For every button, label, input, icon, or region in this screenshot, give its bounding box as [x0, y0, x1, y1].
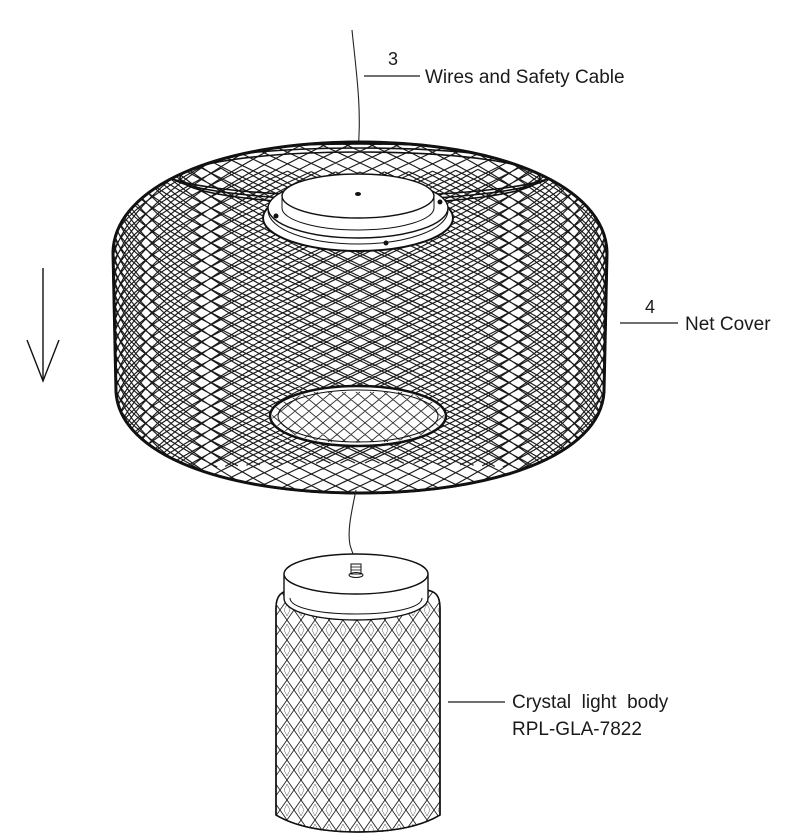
callout-crystal-body: Crystal light body RPL-GLA-7822 — [448, 692, 669, 740]
callout-label-wires: Wires and Safety Cable — [425, 67, 625, 88]
callout-label-model-number: RPL-GLA-7822 — [512, 719, 642, 740]
canopy-plate — [267, 173, 449, 246]
arrow-down-icon — [26, 268, 60, 383]
callout-net-cover: 4 Net Cover — [620, 297, 771, 335]
crystal-light-body — [275, 553, 441, 833]
callout-wires: 3 Wires and Safety Cable — [364, 49, 625, 88]
callout-label-crystal-body: Crystal light body — [512, 692, 669, 713]
callout-label-net-cover: Net Cover — [685, 314, 771, 335]
callout-number-4: 4 — [645, 297, 655, 317]
callout-number-3: 3 — [388, 49, 398, 69]
